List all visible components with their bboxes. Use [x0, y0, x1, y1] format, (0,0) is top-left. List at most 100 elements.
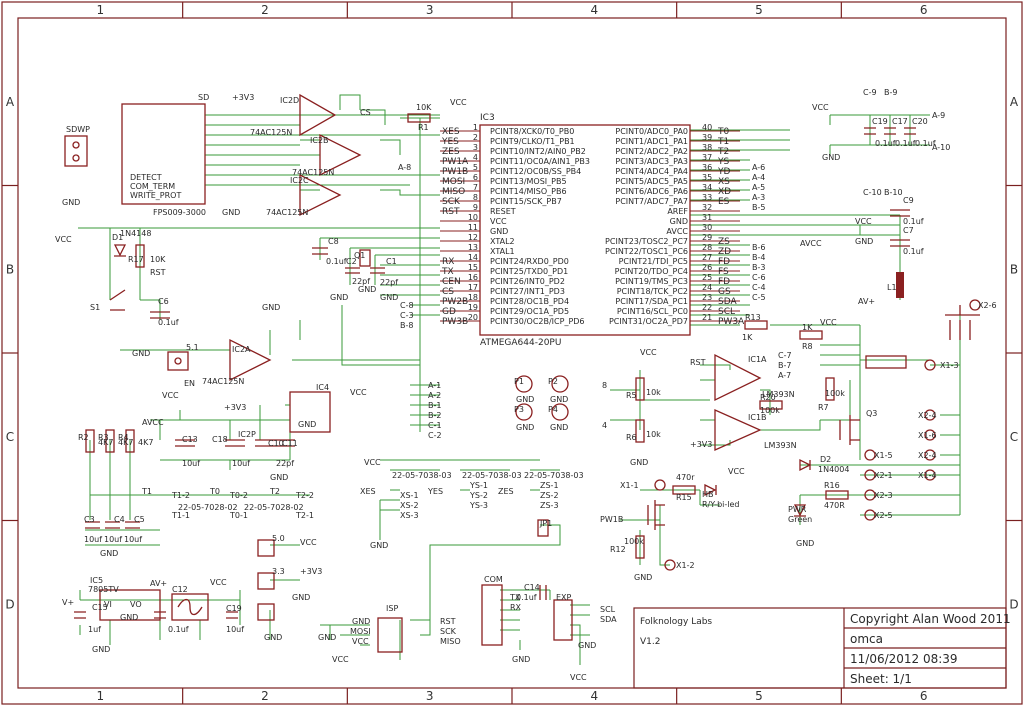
mcu-right-pin-name: PCINT2/ADC2_PA2	[615, 147, 688, 156]
mcu-left-pin-number: 9	[473, 203, 478, 212]
mcu-right-pin-number: 25	[702, 273, 712, 282]
mcu-left-net: RX	[442, 257, 454, 267]
component-label: 0.1uf	[895, 139, 916, 148]
component-label: C6	[158, 297, 169, 306]
component-label: VCC	[352, 637, 369, 646]
component-label: C19	[872, 117, 888, 126]
component-label: C9	[903, 196, 914, 205]
component-label: T2-1	[295, 511, 314, 520]
column-label-top: 5	[755, 3, 763, 17]
component-label: GND	[796, 539, 814, 548]
component-label: RST	[440, 617, 456, 626]
mcu-left-pin-number: 6	[473, 173, 478, 182]
mcu-left-net: PW1B	[442, 167, 468, 177]
component-label: B-10	[884, 188, 903, 197]
resistor-r5	[635, 377, 645, 401]
mcu-part: ATMEGA644-20PU	[480, 338, 561, 348]
component-label: C3	[84, 515, 95, 524]
resistor-r4	[125, 429, 135, 453]
mcu-left-net: MOSI	[442, 177, 465, 187]
capacitor-c8	[312, 247, 328, 255]
component-label: P2	[548, 377, 558, 386]
component-label: WRITE_PROT	[130, 191, 181, 200]
mcu-left-pin-name: PCINT8/XCK0/T0_PB0	[490, 127, 574, 136]
buffer-ic2c	[299, 173, 342, 217]
component-label: VCC	[350, 388, 367, 397]
resistor-r13	[744, 320, 768, 330]
component-label: 4K7	[118, 438, 133, 447]
mcu-left-net: XES	[442, 127, 460, 137]
mcu-ic3	[479, 124, 691, 336]
component-label: R6	[626, 433, 637, 442]
column-label-bottom: 3	[426, 689, 434, 703]
comparator-ic1a	[714, 353, 762, 402]
component-label: LM393N	[764, 441, 797, 450]
component-label: GND	[264, 633, 282, 642]
component-label: C1	[386, 257, 397, 266]
mcu-right-pin-number: 22	[702, 303, 712, 312]
column-label-bottom: 1	[97, 689, 105, 703]
component-label: IC2A	[232, 345, 251, 354]
component-label: C-7	[778, 351, 792, 360]
regulator-ic5	[99, 589, 161, 621]
component-label: VCC	[570, 673, 587, 682]
component-label: +3V3	[232, 93, 254, 102]
component-label: T1-1	[171, 511, 190, 520]
component-label: C12	[172, 585, 188, 594]
row-label-right: D	[1009, 597, 1018, 611]
row-label-left: B	[6, 262, 14, 276]
mcu-right-net: SCL	[718, 307, 735, 317]
component-label: 74AC125N	[202, 377, 244, 386]
mcu-right-net: SDA	[718, 297, 737, 307]
resistor-r20	[759, 400, 783, 410]
en-jumper	[167, 351, 189, 371]
mcu-ref: IC3	[480, 113, 495, 123]
component-label: Q1	[354, 251, 365, 260]
component-label: AV+	[150, 579, 167, 588]
component-label: IC2P	[238, 430, 256, 439]
component-label: A-7	[778, 371, 791, 380]
mcu-right-pin-name: PCINT16/SCL_PC0	[617, 307, 688, 316]
component-label: T0-1	[229, 511, 248, 520]
component-label: T1-2	[171, 491, 190, 500]
mcu-left-pin-number: 20	[468, 313, 478, 322]
mcu-right-pin-name: AREF	[667, 207, 688, 216]
component-label: C15	[92, 603, 108, 612]
component-label: X1-5	[874, 451, 893, 460]
mcu-left-pin-name: PCINT30/OC2B/ICP_PD6	[490, 317, 585, 326]
column-label-top: 4	[591, 3, 599, 17]
jumper-gnd	[257, 603, 275, 621]
schematic-labels: SDSDWPDETECTCOM_TERMWRITE_PROTFPS009-300…	[55, 88, 997, 682]
component-label: A-1	[428, 381, 441, 390]
mcu-left-net: TX	[441, 267, 454, 277]
component-label: B-9	[884, 88, 897, 97]
mcu-right-pin-name: PCINT7/ADC7_PA7	[615, 197, 688, 206]
component-label: IC2B	[310, 136, 329, 145]
mcu-right-net: YS	[717, 157, 729, 167]
component-label: GND	[262, 303, 280, 312]
component-label: HB	[702, 490, 714, 499]
mcu-right-pin-number: 32	[702, 203, 712, 212]
component-label: PW1B	[600, 515, 623, 524]
component-label: B-2	[428, 411, 441, 420]
mcu-left-pin-name: PCINT12/OC0B/SS_PB4	[490, 167, 581, 176]
component-label: GND	[634, 573, 652, 582]
component-label: RST	[690, 358, 706, 367]
component-label: 10uf	[84, 535, 102, 544]
component-label: 22pf	[380, 278, 398, 287]
component-label: 1N4148	[120, 229, 151, 238]
diode-d2	[799, 458, 812, 472]
component-label: 4K7	[138, 438, 153, 447]
mcu-left-pin-number: 1	[473, 123, 478, 132]
component-label: 100k	[825, 389, 845, 398]
mcu-left-pin-number: 18	[468, 293, 478, 302]
component-label: 100k	[760, 406, 780, 415]
mcu-left-net: GD	[442, 307, 456, 317]
component-label: S1	[90, 303, 100, 312]
component-label: GND	[370, 541, 388, 550]
component-label: R16	[824, 481, 840, 490]
component-label: X1-2	[676, 561, 695, 570]
component-label: D1	[112, 233, 123, 242]
mcu-left-pin-number: 4	[473, 153, 478, 162]
component-label: ZES	[498, 487, 514, 496]
